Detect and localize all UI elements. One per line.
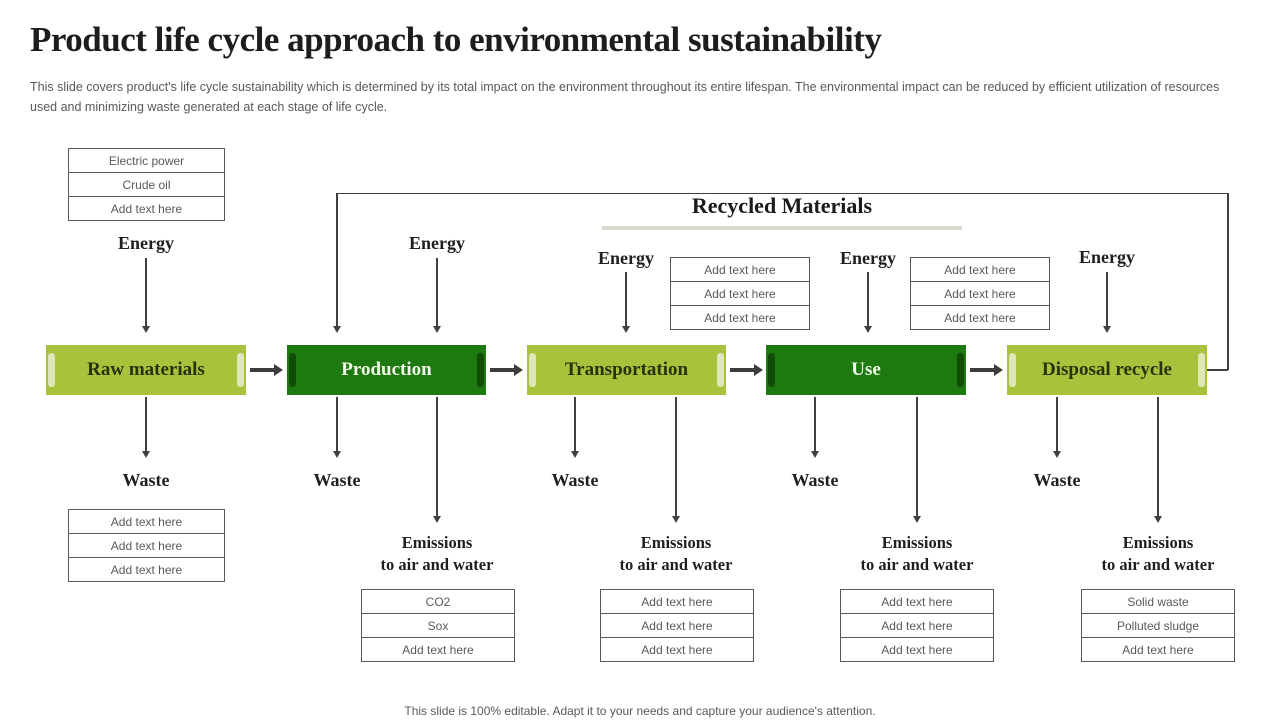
energy-label-production: Energy [409,233,465,253]
energy-arrow-raw [142,258,149,333]
energy-label-transportation: Energy [598,248,654,268]
waste-arrow-raw [142,397,149,458]
stage-raw-materials[interactable]: Raw materials [46,345,246,395]
table-cell[interactable]: Add text here [601,613,753,637]
waste-label-transportation: Waste [551,470,599,490]
emissions-label-transportation: Emissions to air and water [619,533,733,575]
emissions-label-disposal: Emissions to air and water [1101,533,1215,575]
table-cell[interactable]: Add text here [362,637,514,661]
raw-waste-table: Add text here Add text here Add text her… [68,509,225,582]
recycle-loop-right-line [1227,193,1229,370]
waste-arrow-transportation [571,397,578,458]
energy-label-raw: Energy [118,233,174,253]
table-cell[interactable]: Add text here [110,514,183,529]
waste-label-disposal: Waste [1033,470,1081,490]
stage-disposal-recycle[interactable]: Disposal recycle [1007,345,1207,395]
waste-arrow-use [811,397,818,458]
stage-transportation[interactable]: Transportation [527,345,726,395]
table-cell[interactable]: Add text here [671,305,809,329]
stage-label: Disposal recycle [1042,359,1172,380]
table-cell[interactable]: Add text here [641,594,713,609]
flow-arrow-transportation-to-use [730,364,763,375]
editable-note: This slide is 100% editable. Adapt it to… [404,704,876,718]
table-cell[interactable]: Add text here [911,281,1049,305]
table-cell[interactable]: Sox [362,613,514,637]
stage-label: Use [851,359,881,380]
use-inputs-table: Add text here Add text here Add text her… [910,257,1050,330]
emissions-label-use: Emissions to air and water [860,533,974,575]
table-cell[interactable]: Add text here [944,262,1016,277]
table-cell[interactable]: Polluted sludge [1082,613,1234,637]
disposal-emissions-table: Solid waste Polluted sludge Add text her… [1081,589,1235,662]
recycled-materials-heading: Recycled Materials [691,193,873,218]
waste-label-use: Waste [791,470,839,490]
table-cell[interactable]: Add text here [881,594,953,609]
energy-label-disposal: Energy [1079,247,1135,267]
energy-arrow-use [864,272,871,333]
slide-description: This slide covers product's life cycle s… [30,80,1220,114]
table-cell[interactable]: Add text here [69,557,224,581]
transportation-inputs-table: Add text here Add text here Add text her… [670,257,810,330]
stage-label: Raw materials [87,359,205,380]
table-cell[interactable]: Add text here [69,196,224,220]
recycle-loop-top-line [336,192,1228,194]
table-cell[interactable]: Crude oil [69,172,224,196]
flow-arrow-raw-to-production [250,364,283,375]
emissions-arrow-production [433,397,440,523]
stage-label: Transportation [564,359,689,380]
energy-arrow-disposal [1103,272,1110,333]
flow-arrow-production-to-transportation [490,364,523,375]
recycle-loop-arrow-into-production [333,193,340,333]
stage-use[interactable]: Use [766,345,966,395]
flow-arrow-use-to-disposal [970,364,1003,375]
raw-inputs-table: Electric power Crude oil Add text here [68,148,225,221]
waste-label-raw: Waste [122,470,170,490]
emissions-arrow-use [913,397,920,523]
waste-arrow-disposal [1053,397,1060,458]
emissions-arrow-transportation [672,397,679,523]
page-title: Product life cycle approach to environme… [30,20,882,59]
table-cell[interactable]: Add text here [841,613,993,637]
waste-label-production: Waste [313,470,361,490]
table-cell[interactable]: CO2 [425,594,451,609]
stage-label: Production [341,359,432,380]
table-cell[interactable]: Add text here [671,281,809,305]
stage-production[interactable]: Production [287,345,486,395]
production-emissions-table: CO2 Sox Add text here [361,589,515,662]
energy-arrow-production [433,258,440,333]
table-cell[interactable]: Add text here [911,305,1049,329]
emissions-label-production: Emissions to air and water [380,533,494,575]
table-cell[interactable]: Electric power [108,153,185,168]
table-cell[interactable]: Solid waste [1127,594,1189,609]
energy-arrow-transportation [622,272,629,333]
recycle-loop-into-disposal-line [1207,369,1228,371]
energy-label-use: Energy [840,248,896,268]
table-cell[interactable]: Add text here [601,637,753,661]
table-cell[interactable]: Add text here [1082,637,1234,661]
use-emissions-table: Add text here Add text here Add text her… [840,589,994,662]
table-cell[interactable]: Add text here [704,262,776,277]
emissions-arrow-disposal [1154,397,1161,523]
table-cell[interactable]: Add text here [841,637,993,661]
transportation-emissions-table: Add text here Add text here Add text her… [600,589,754,662]
waste-arrow-production [333,397,340,458]
recycled-materials-underline [602,226,962,230]
table-cell[interactable]: Add text here [69,533,224,557]
